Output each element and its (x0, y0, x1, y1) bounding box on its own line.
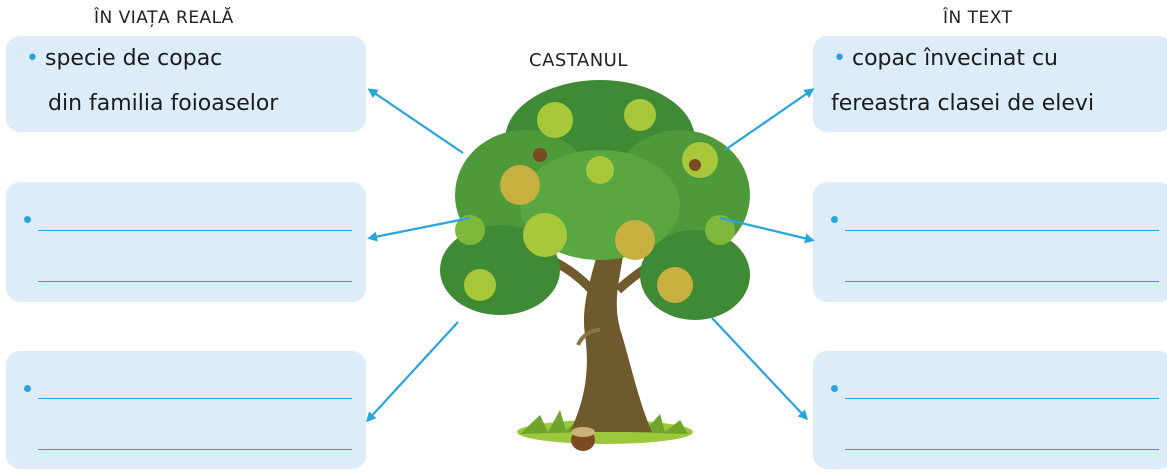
arrow-icon (370, 218, 470, 238)
arrow-icon (725, 90, 812, 150)
chestnut-icon (571, 427, 595, 451)
arrow-icon (368, 322, 458, 420)
arrow-icon (712, 318, 806, 418)
arrow-icon (370, 90, 463, 153)
